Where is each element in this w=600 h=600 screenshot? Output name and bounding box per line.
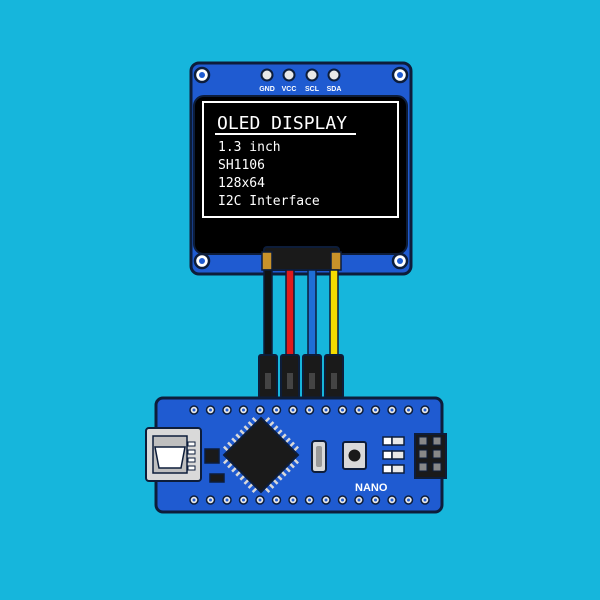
oled-title: OLED DISPLAY (217, 113, 347, 134)
oled-pad-gnd (260, 68, 274, 82)
oled-pad-sda (327, 68, 341, 82)
oled-line-4: I2C Interface (218, 194, 320, 209)
status-leds (382, 436, 405, 474)
usb-mini-connector (145, 427, 202, 482)
mcu-body (222, 416, 300, 494)
oled-pad-scl (305, 68, 319, 82)
smd-component (209, 473, 225, 483)
pin-label-scl: SCL (305, 86, 320, 93)
icsp-header (414, 433, 447, 479)
oled-header-pads (260, 68, 341, 82)
nano-board: NANO (145, 396, 447, 514)
wire-gnd (263, 269, 273, 357)
wire-vcc (285, 269, 295, 357)
oled-pad-vcc (282, 68, 296, 82)
oled-line-3: 128x64 (218, 176, 265, 191)
nano-top-pin-row (189, 405, 430, 415)
oled-module: GND VCC SCL SDA OLED DISPLAY 1.3 inch SH… (189, 61, 413, 276)
nano-bottom-pin-row (189, 495, 430, 505)
oled-line-1: 1.3 inch (218, 140, 281, 155)
pin-label-vcc: VCC (282, 86, 297, 93)
wire-scl (307, 269, 317, 357)
smd-chip (204, 448, 220, 464)
wire-sda (329, 269, 339, 357)
reset-button[interactable] (342, 441, 367, 470)
oled-active-area (202, 101, 399, 218)
microcontroller-chip (222, 416, 300, 494)
wires (258, 269, 344, 399)
pin-label-sda: SDA (327, 86, 342, 93)
oled-mounting-holes (193, 66, 409, 270)
pin-label-gnd: GND (259, 86, 275, 93)
ribbon-contact-right (330, 251, 342, 271)
ribbon-contact-left (261, 251, 273, 271)
nano-label: NANO (355, 482, 388, 494)
oled-line-2: SH1106 (218, 158, 265, 173)
oled-ribbon-connector (263, 246, 340, 271)
